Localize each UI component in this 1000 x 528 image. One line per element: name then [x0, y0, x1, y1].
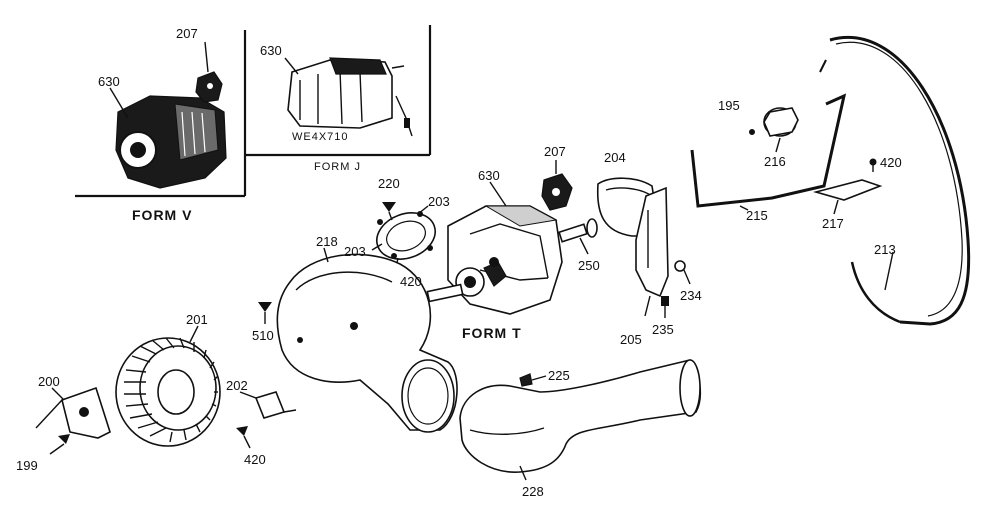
inset-frame — [75, 25, 432, 198]
label-630c: 630 — [478, 168, 500, 183]
label-630a: 630 — [98, 74, 120, 89]
leader-250 — [579, 237, 589, 255]
label-207b: 207 — [544, 144, 566, 159]
screw-220 — [382, 202, 396, 221]
leader-630a — [109, 87, 129, 119]
screw-225 — [519, 373, 533, 387]
motor-bracket-205 — [635, 186, 669, 298]
clip-234 — [674, 260, 691, 285]
label-207a: 207 — [176, 26, 198, 41]
label-213: 213 — [874, 242, 896, 257]
motor-form-v — [115, 95, 227, 189]
bracket-202 — [239, 391, 297, 419]
label-630b: 630 — [260, 43, 282, 58]
label-420a: 420 — [880, 155, 902, 170]
exhaust-duct-228 — [459, 359, 702, 481]
leader-218 — [323, 247, 329, 263]
centrifugal-switch-207 — [541, 173, 573, 211]
label-228: 228 — [522, 484, 544, 499]
leader-203b — [371, 243, 383, 251]
form-j-label: FORM J — [314, 161, 361, 173]
idler-pulley-216 — [749, 107, 799, 137]
leader-630c — [489, 181, 507, 207]
blower-wheel-201 — [115, 337, 221, 447]
screw-510 — [258, 302, 272, 324]
motor-form-t — [426, 205, 598, 315]
drum-rim-213 — [819, 36, 971, 326]
label-420c: 420 — [244, 452, 266, 467]
leader-205 — [644, 295, 651, 317]
label-220: 220 — [378, 176, 400, 191]
leader-630b — [284, 57, 299, 75]
blower-housing-218 — [276, 253, 458, 433]
label-195: 195 — [718, 98, 740, 113]
centrifugal-switch-207-form-v — [195, 71, 223, 103]
bearing-bracket-200 — [35, 386, 111, 439]
leader-207a — [204, 41, 209, 73]
leader-203a — [417, 205, 429, 215]
label-200: 200 — [38, 374, 60, 389]
label-217: 217 — [822, 216, 844, 231]
screw-420-right — [869, 158, 877, 172]
motor-mount-ring-203 — [376, 211, 436, 260]
label-510: 510 — [252, 328, 274, 343]
label-225: 225 — [548, 368, 570, 383]
label-420b: 420 — [400, 274, 422, 289]
label-218: 218 — [316, 234, 338, 249]
label-205: 205 — [620, 332, 642, 347]
label-201: 201 — [186, 312, 208, 327]
idler-arm-215 — [690, 93, 847, 208]
form-t-label: FORM T — [462, 325, 522, 341]
label-203a: 203 — [428, 194, 450, 209]
label-216: 216 — [764, 154, 786, 169]
leader-215 — [739, 205, 749, 211]
label-235: 235 — [652, 322, 674, 337]
label-we4x710: WE4X710 — [292, 131, 349, 143]
screw-420-lower — [236, 426, 251, 449]
motor-form-j — [287, 57, 413, 137]
label-199: 199 — [16, 458, 38, 473]
label-203b: 203 — [344, 244, 366, 259]
screw-199 — [49, 434, 70, 455]
leader-225 — [531, 375, 547, 381]
label-204: 204 — [604, 150, 626, 165]
leader-200 — [51, 387, 65, 401]
label-202: 202 — [226, 378, 248, 393]
label-234: 234 — [680, 288, 702, 303]
form-v-label: FORM V — [132, 207, 192, 223]
leader-201 — [189, 325, 199, 343]
screw-235 — [661, 296, 669, 318]
leader-216 — [775, 137, 781, 153]
leader-217 — [833, 199, 839, 215]
bracket-217 — [812, 179, 883, 201]
label-250: 250 — [578, 258, 600, 273]
label-215: 215 — [746, 208, 768, 223]
